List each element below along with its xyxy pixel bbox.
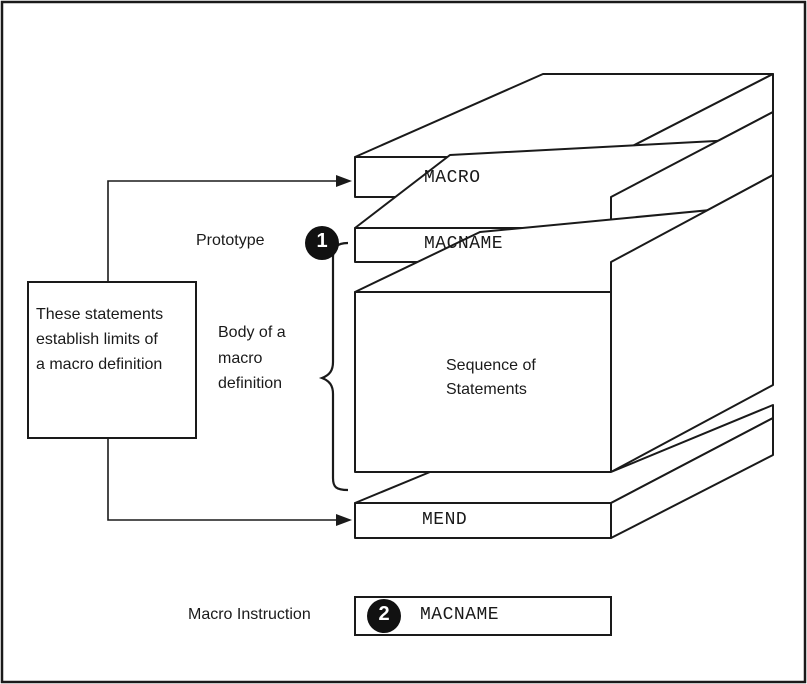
macro-instruction-label: Macro Instruction: [188, 606, 311, 623]
body-label-line-2: macro: [218, 350, 263, 367]
left-box-line-1: These statements: [36, 306, 164, 323]
body-label-line-1: Body of a: [218, 324, 286, 341]
left-box-line-2: establish limits of: [36, 331, 158, 348]
macro-statement: MACRO: [424, 168, 481, 188]
arrowhead-mend: [336, 514, 352, 526]
badge-2-number: 2: [378, 603, 390, 625]
badge-1-circle: [305, 226, 339, 260]
mend-slab: [354, 404, 774, 539]
arrowhead-macro: [336, 175, 352, 187]
arrow-to-mend: [107, 438, 338, 521]
sequence-label-line-1: Sequence of: [446, 357, 536, 374]
body-label-line-3: definition: [218, 375, 283, 392]
left-box-line-3: a macro definition: [36, 356, 163, 373]
sequence-label-line-2: Statements: [446, 381, 527, 398]
body-bracket: [318, 241, 349, 492]
arrow-to-macro: [107, 180, 338, 282]
left-box: [27, 281, 197, 439]
macname-statement: MACNAME: [424, 234, 504, 254]
prototype-label: Prototype: [196, 232, 265, 249]
body-block: [354, 174, 774, 473]
badge-1-number: 1: [316, 230, 328, 252]
badge-2-circle: [367, 599, 401, 633]
macro-instruction-name: MACNAME: [420, 605, 500, 625]
mend-statement: MEND: [422, 510, 468, 530]
